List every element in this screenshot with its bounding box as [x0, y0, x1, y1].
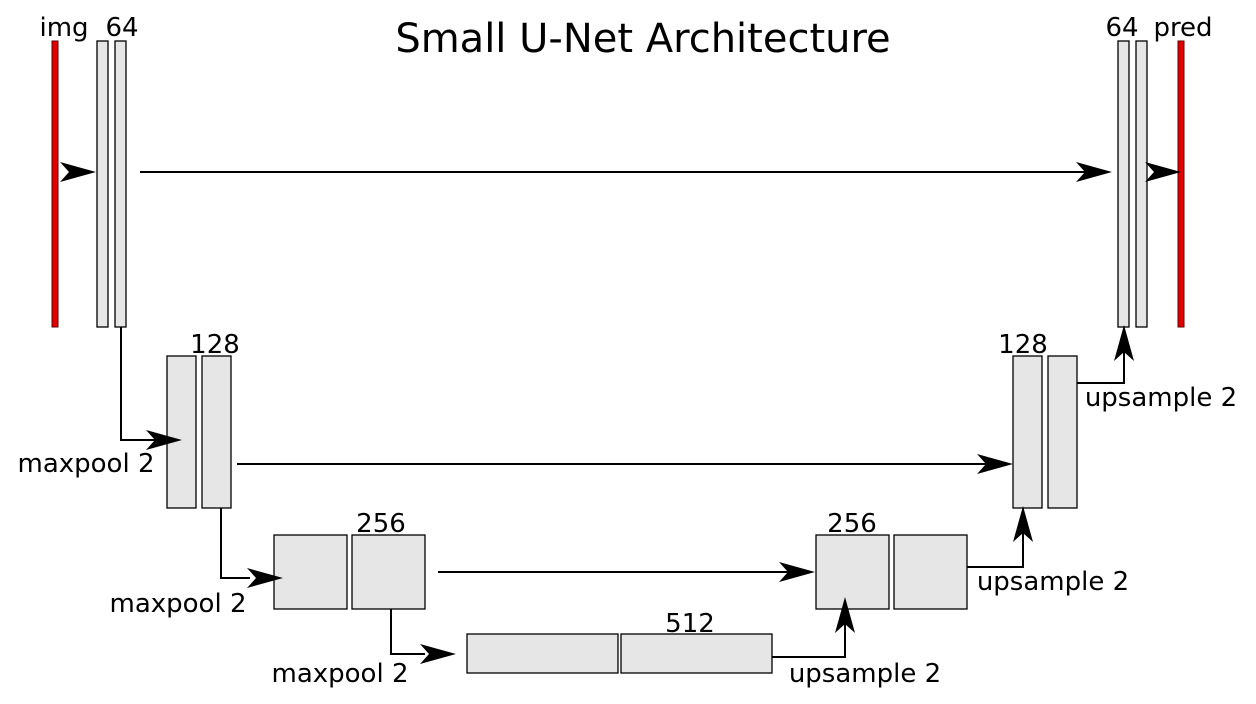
- input-arrowhead: [60, 162, 96, 182]
- upsample-path-3: [1077, 352, 1125, 384]
- channel-256-left-label: 256: [356, 509, 406, 539]
- enc-128-block-2: [201, 355, 232, 509]
- upsample-arrowhead-2: [1013, 506, 1033, 542]
- skip-connection-256-arrowhead: [779, 562, 815, 582]
- diagram-title: Small U-Net Architecture: [395, 16, 890, 62]
- dec-64-block-1: [1117, 40, 1130, 328]
- pred-label: pred: [1153, 13, 1212, 43]
- channel-128-left-label: 128: [190, 330, 240, 360]
- bottleneck-512-block-1: [466, 633, 619, 674]
- output-arrowhead: [1145, 162, 1181, 182]
- skip-connection-128-arrowhead: [977, 454, 1013, 474]
- dec-256-block-1: [815, 534, 890, 610]
- dec-256-block-2: [893, 534, 968, 610]
- bottleneck-512-block-2: [620, 633, 773, 674]
- maxpool-path-3: [390, 609, 425, 655]
- prediction-bar: [1177, 40, 1185, 328]
- enc-256-block-2: [351, 534, 426, 610]
- dec-128-block-1: [1012, 355, 1043, 509]
- maxpool-label-2: maxpool 2: [110, 589, 247, 619]
- upsample-label-1: upsample 2: [789, 659, 941, 689]
- maxpool-arrowhead-3: [420, 644, 456, 664]
- maxpool-label-3: maxpool 2: [272, 659, 409, 689]
- upsample-label-3: upsample 2: [1085, 383, 1237, 413]
- dec-128-block-2: [1047, 355, 1078, 509]
- maxpool-arrowhead-1: [146, 430, 182, 450]
- channel-64-right-label: 64: [1105, 13, 1138, 43]
- upsample-path-1: [772, 624, 846, 658]
- skip-connection-64-arrowhead: [1076, 162, 1112, 182]
- enc-128-block-1: [166, 355, 197, 509]
- input-image-bar: [51, 40, 59, 328]
- upsample-label-2: upsample 2: [977, 567, 1129, 597]
- dec-64-block-2: [1135, 40, 1148, 328]
- channel-256-right-label: 256: [827, 509, 877, 539]
- channel-512-label: 512: [665, 609, 715, 639]
- channel-128-right-label: 128: [998, 330, 1048, 360]
- channel-64-left-label: 64: [105, 13, 138, 43]
- enc-256-block-1: [273, 534, 348, 610]
- upsample-path-2: [967, 533, 1024, 568]
- img-label: img: [39, 13, 88, 43]
- upsample-arrowhead-3: [1114, 325, 1134, 361]
- maxpool-label-1: maxpool 2: [18, 449, 155, 479]
- enc-64-block-2: [114, 40, 127, 328]
- upsample-arrowhead-1: [835, 597, 855, 633]
- maxpool-path-1: [120, 327, 156, 441]
- enc-64-block-1: [96, 40, 109, 328]
- maxpool-arrowhead-2: [247, 568, 283, 588]
- maxpool-path-2: [220, 508, 250, 579]
